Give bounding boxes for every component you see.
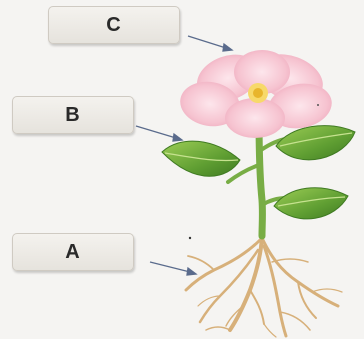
label-a-text: A [65, 240, 81, 263]
arrow-a [149, 261, 198, 276]
flower [180, 50, 332, 138]
label-box-a: A [12, 233, 134, 271]
leaf-upper-right [275, 125, 356, 161]
roots [184, 230, 343, 338]
arrow-c [187, 35, 234, 52]
leaves [161, 125, 356, 220]
label-box-b: B [12, 96, 134, 134]
label-box-c: C [48, 6, 180, 44]
arrow-b [135, 125, 184, 142]
leaf-lower-right [273, 187, 349, 220]
label-c-text: C [106, 13, 122, 36]
label-b-text: B [65, 103, 81, 126]
